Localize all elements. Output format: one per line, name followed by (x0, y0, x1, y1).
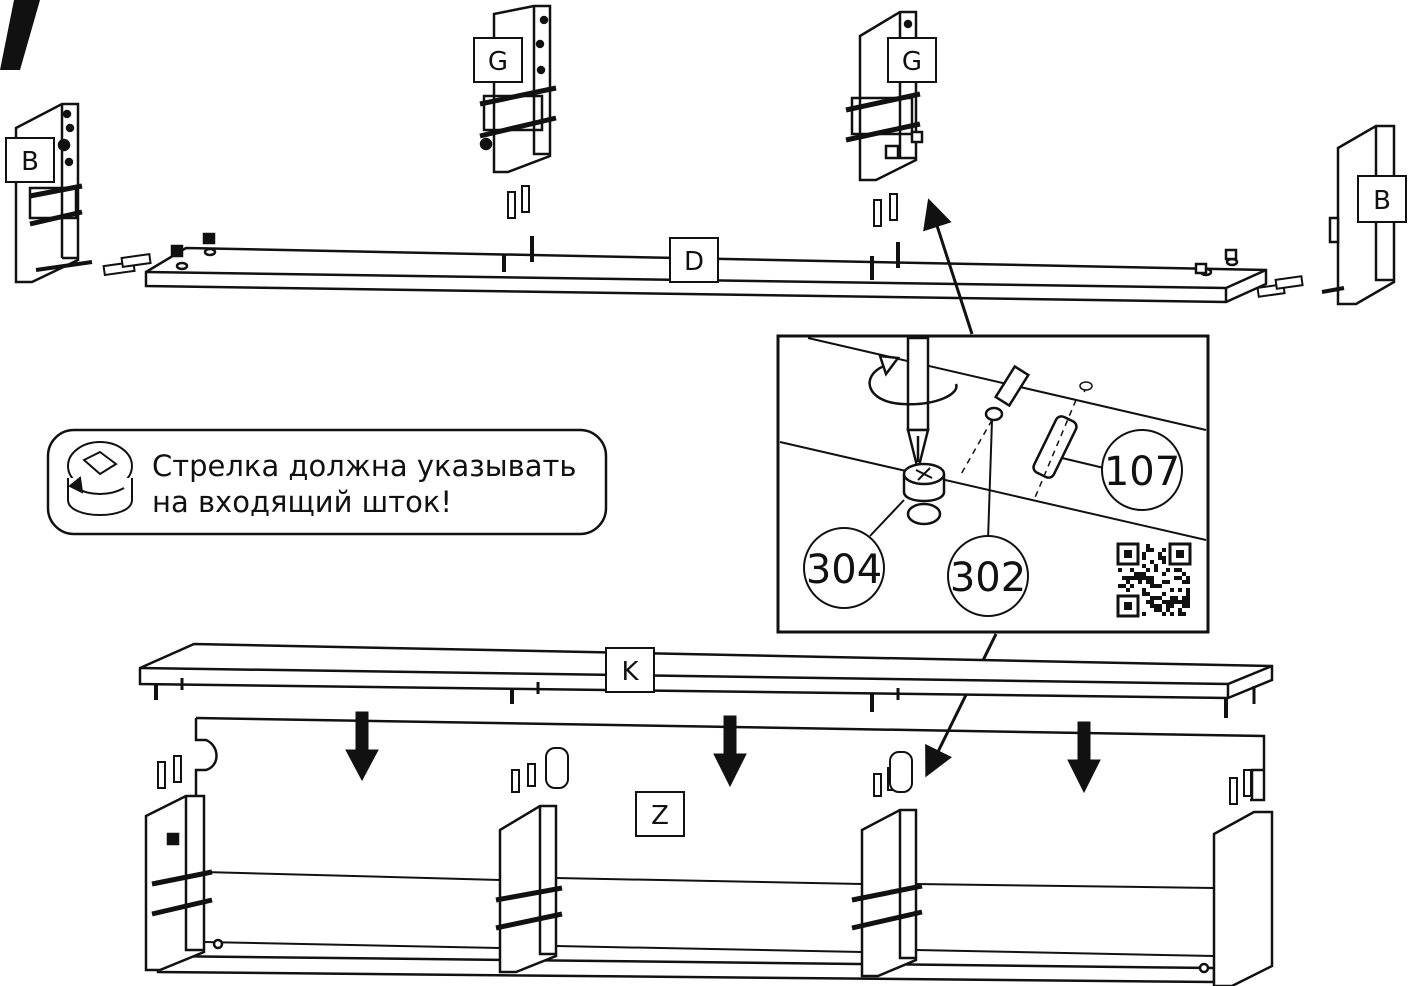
part-number-107: 107 (1101, 429, 1183, 511)
note-line-1: Стрелка должна указывать (152, 449, 576, 483)
label-b-left: B (5, 137, 55, 183)
dowels-g-right (873, 193, 898, 227)
screwdriver-icon (906, 336, 930, 471)
divider-panel-g-left (479, 4, 557, 174)
dowels-g-left (507, 185, 530, 219)
svg-text:K: K (621, 657, 639, 687)
label-g-right: G (887, 37, 937, 83)
svg-text:304: 304 (806, 547, 882, 593)
top-panel-k (138, 642, 1274, 718)
carcass-lower (144, 794, 1274, 986)
label-g-left: G (473, 37, 523, 83)
dowels-lower (157, 747, 1252, 805)
down-arrow-icon (345, 711, 1101, 794)
svg-text:302: 302 (950, 555, 1026, 601)
svg-text:107: 107 (1104, 449, 1180, 495)
dowel-107 (1032, 381, 1093, 501)
detail-box: 304 302 107 (776, 334, 1210, 634)
part-number-302: 302 (947, 535, 1029, 617)
label-z: Z (635, 791, 685, 837)
label-k: K (605, 647, 655, 693)
label-d: D (669, 237, 719, 283)
svg-text:G: G (902, 47, 922, 77)
note-box: Стрелка должна указывать на входящий што… (46, 428, 608, 536)
cam-lock-304 (902, 462, 946, 526)
step-mark (0, 0, 40, 70)
svg-text:B: B (21, 147, 39, 177)
cam-lock-icon (67, 441, 133, 516)
label-b-right: B (1357, 175, 1407, 223)
dowels-left (102, 252, 152, 277)
svg-text:D: D (684, 247, 704, 277)
part-number-304: 304 (803, 527, 885, 609)
note-line-2: на входящий шток! (152, 485, 452, 519)
connecting-bolt-302 (959, 364, 1031, 477)
svg-text:G: G (488, 47, 508, 77)
rotation-arrow-icon (868, 354, 958, 406)
svg-text:B: B (1373, 186, 1391, 216)
side-panel-b-left (14, 102, 93, 284)
svg-text:Z: Z (651, 801, 669, 831)
dowels-right (1256, 275, 1304, 298)
qr-code-icon (1116, 542, 1192, 618)
detail-pointer-lower (925, 633, 998, 778)
detail-pointer-upper (923, 198, 974, 335)
